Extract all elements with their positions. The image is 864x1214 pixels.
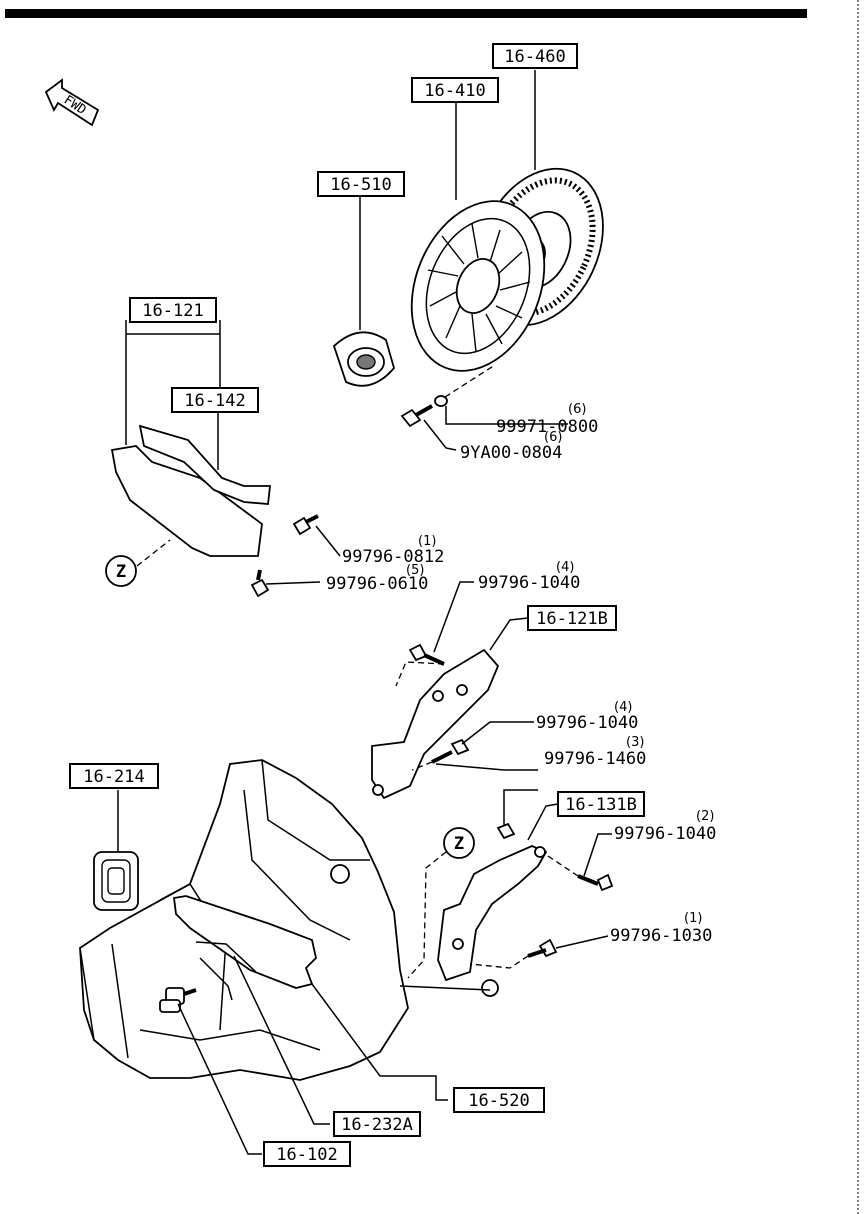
svg-text:Z: Z	[454, 834, 464, 854]
label-16-520: 16-520	[453, 1087, 545, 1113]
label-16-214: 16-214	[69, 763, 159, 789]
bolt-label: (6) 99971-0800	[496, 402, 598, 437]
top-border	[5, 9, 807, 18]
label-16-121: 16-121	[129, 297, 217, 323]
svg-text:99796-1040: 99796-1040	[536, 713, 638, 733]
bracket-131b	[437, 845, 548, 982]
svg-text:16-102: 16-102	[276, 1145, 337, 1165]
bracket-bolt-icon	[496, 822, 614, 958]
release-bearing	[332, 331, 395, 387]
svg-text:99971-0800: 99971-0800	[496, 417, 598, 437]
bracket-bolt-icon	[408, 643, 470, 764]
svg-text:(6): (6)	[568, 402, 586, 417]
clutch-cover	[410, 200, 546, 372]
z-marker: Z	[105, 555, 137, 587]
bolt-label: (1) 99796-0812	[342, 534, 444, 567]
bolt-label: (6) 9YA00-0804	[460, 430, 562, 463]
cover-bolt-icon	[250, 514, 319, 598]
svg-text:99796-1460: 99796-1460	[544, 749, 646, 769]
svg-text:(3): (3)	[626, 735, 644, 750]
fwd-arrow-icon: FWD	[44, 78, 100, 127]
svg-text:(6): (6)	[544, 430, 562, 445]
svg-text:16-121B: 16-121B	[536, 609, 608, 629]
svg-text:Z: Z	[116, 562, 126, 582]
release-fork	[172, 895, 317, 989]
label-16-232a: 16-232A	[333, 1111, 421, 1137]
svg-text:(4): (4)	[614, 700, 632, 715]
svg-text:(1): (1)	[418, 534, 436, 549]
pivot-bolt-icon	[159, 987, 197, 1013]
label-16-131b: 16-131B	[557, 791, 645, 817]
svg-text:16-410: 16-410	[424, 81, 485, 101]
svg-text:16-214: 16-214	[83, 767, 144, 787]
bolt-label: (3) 99796-1460	[544, 735, 646, 769]
label-16-460: 16-460	[492, 43, 578, 69]
label-16-510: 16-510	[317, 171, 405, 197]
svg-text:16-142: 16-142	[184, 391, 245, 411]
svg-text:99796-1040: 99796-1040	[614, 824, 716, 844]
fork-spring	[195, 941, 257, 1001]
svg-text:99796-1030: 99796-1030	[610, 926, 712, 946]
label-16-102: 16-102	[263, 1141, 351, 1167]
label-16-142: 16-142	[171, 387, 259, 413]
svg-text:16-520: 16-520	[468, 1091, 529, 1111]
svg-text:99796-0812: 99796-0812	[342, 547, 444, 567]
bolt-label: (4) 99796-1040	[478, 560, 580, 593]
svg-text:16-510: 16-510	[330, 175, 391, 195]
svg-text:99796-1040: 99796-1040	[478, 573, 580, 593]
svg-text:16-460: 16-460	[504, 47, 565, 67]
cover-bolt-icon	[400, 395, 448, 428]
z-marker: Z	[443, 827, 475, 859]
svg-text:(5): (5)	[406, 563, 424, 578]
bracket-121b	[371, 648, 500, 800]
bolt-label: (2) 99796-1040	[614, 809, 716, 844]
svg-text:16-232A: 16-232A	[341, 1115, 413, 1135]
transmission-housing	[79, 759, 499, 1081]
bolt-label: (1) 99796-1030	[610, 911, 712, 946]
svg-text:16-121: 16-121	[142, 301, 203, 321]
svg-text:99796-0610: 99796-0610	[326, 574, 428, 594]
boot-214	[93, 851, 139, 911]
svg-text:16-131B: 16-131B	[565, 795, 637, 815]
svg-text:(1): (1)	[684, 911, 702, 926]
label-16-410: 16-410	[411, 77, 499, 103]
svg-text:(2): (2)	[696, 809, 714, 824]
svg-text:9YA00-0804: 9YA00-0804	[460, 443, 562, 463]
svg-text:(4): (4)	[556, 560, 574, 575]
label-16-121b: 16-121B	[527, 605, 617, 631]
bolt-label: (4) 99796-1040	[536, 700, 638, 733]
clutch-dust-cover	[110, 424, 272, 557]
bolt-label: (5) 99796-0610	[326, 563, 428, 594]
